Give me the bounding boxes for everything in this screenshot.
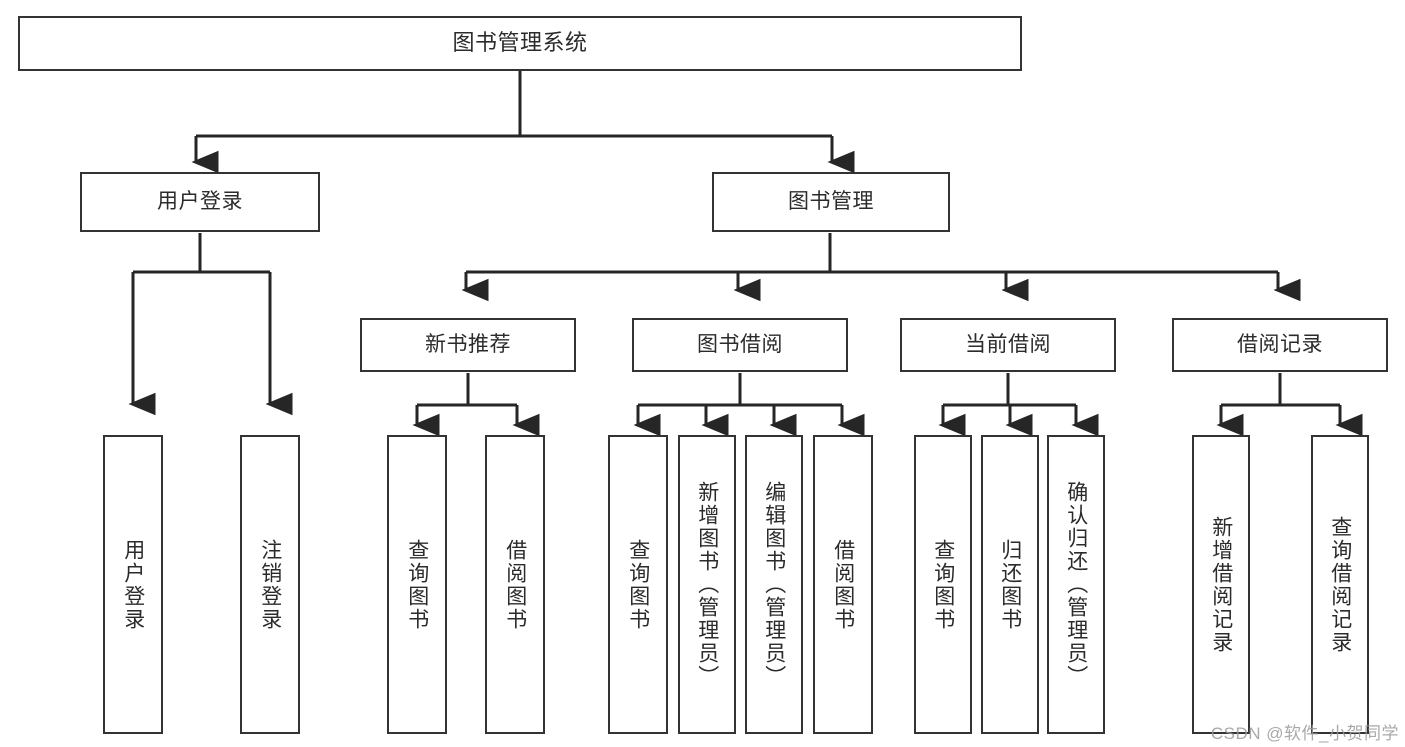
node-root-label: 图书管理系统 [452, 30, 588, 56]
node-borrow-record-label: 借阅记录 [1237, 333, 1323, 357]
leaf-user-login-logout-label: 注销登录 [258, 538, 282, 631]
leaf-text-wrap: 编辑图书（管理员） [762, 437, 786, 732]
leaf-text-wrap: 查询借阅记录 [1328, 437, 1352, 732]
node-user-login-label: 用户登录 [157, 190, 243, 214]
leaf-text-wrap: 归还图书 [998, 437, 1022, 732]
leaf-current-borrow-query-label: 查询图书 [931, 538, 955, 631]
node-borrow-record[interactable]: 借阅记录 [1172, 318, 1388, 372]
node-new-book-recommend[interactable]: 新书推荐 [360, 318, 576, 372]
node-root[interactable]: 图书管理系统 [18, 16, 1022, 71]
leaf-book-borrow-borrow[interactable]: 借阅图书 [813, 435, 873, 734]
leaf-text-wrap: 查询图书 [626, 437, 650, 732]
leaf-text-wrap: 新增借阅记录 [1209, 437, 1233, 732]
leaf-book-borrow-add-label: 新增图书（管理员） [695, 481, 719, 688]
leaf-book-borrow-query-label: 查询图书 [626, 538, 650, 631]
node-current-borrow-label: 当前借阅 [965, 333, 1051, 357]
leaf-book-borrow-query[interactable]: 查询图书 [608, 435, 668, 734]
leaf-text-wrap: 确认归还（管理员） [1064, 437, 1088, 732]
leaf-text-wrap: 查询图书 [405, 437, 429, 732]
node-current-borrow[interactable]: 当前借阅 [900, 318, 1116, 372]
leaf-book-borrow-add[interactable]: 新增图书（管理员） [678, 435, 736, 734]
leaf-user-login-login-label: 用户登录 [121, 538, 145, 631]
node-book-management-label: 图书管理 [788, 190, 874, 214]
leaf-current-borrow-return-label: 归还图书 [998, 538, 1022, 631]
leaf-borrow-record-query-label: 查询借阅记录 [1328, 515, 1352, 654]
leaf-borrow-record-add-label: 新增借阅记录 [1209, 515, 1233, 654]
csdn-watermark: CSDN @软件_小贺同学 [1210, 724, 1399, 743]
leaf-new-book-borrow-label: 借阅图书 [503, 538, 527, 631]
leaf-text-wrap: 用户登录 [121, 437, 145, 732]
leaf-new-book-borrow[interactable]: 借阅图书 [485, 435, 545, 734]
node-new-book-recommend-label: 新书推荐 [425, 333, 511, 357]
leaf-current-borrow-return[interactable]: 归还图书 [981, 435, 1039, 734]
leaf-book-borrow-borrow-label: 借阅图书 [831, 538, 855, 631]
node-book-borrow[interactable]: 图书借阅 [632, 318, 848, 372]
leaf-current-borrow-confirm[interactable]: 确认归还（管理员） [1047, 435, 1105, 734]
leaf-new-book-query[interactable]: 查询图书 [387, 435, 447, 734]
leaf-borrow-record-query[interactable]: 查询借阅记录 [1311, 435, 1369, 734]
leaf-text-wrap: 查询图书 [931, 437, 955, 732]
leaf-book-borrow-edit[interactable]: 编辑图书（管理员） [745, 435, 803, 734]
node-book-borrow-label: 图书借阅 [697, 333, 783, 357]
leaf-text-wrap: 借阅图书 [831, 437, 855, 732]
leaf-text-wrap: 借阅图书 [503, 437, 527, 732]
leaf-text-wrap: 注销登录 [258, 437, 282, 732]
node-user-login[interactable]: 用户登录 [80, 172, 320, 232]
leaf-new-book-query-label: 查询图书 [405, 538, 429, 631]
leaf-user-login-logout[interactable]: 注销登录 [240, 435, 300, 734]
leaf-borrow-record-add[interactable]: 新增借阅记录 [1192, 435, 1250, 734]
node-book-management[interactable]: 图书管理 [712, 172, 950, 232]
leaf-book-borrow-edit-label: 编辑图书（管理员） [762, 481, 786, 688]
leaf-current-borrow-query[interactable]: 查询图书 [914, 435, 972, 734]
leaf-user-login-login[interactable]: 用户登录 [103, 435, 163, 734]
leaf-text-wrap: 新增图书（管理员） [695, 437, 719, 732]
leaf-current-borrow-confirm-label: 确认归还（管理员） [1064, 481, 1088, 688]
